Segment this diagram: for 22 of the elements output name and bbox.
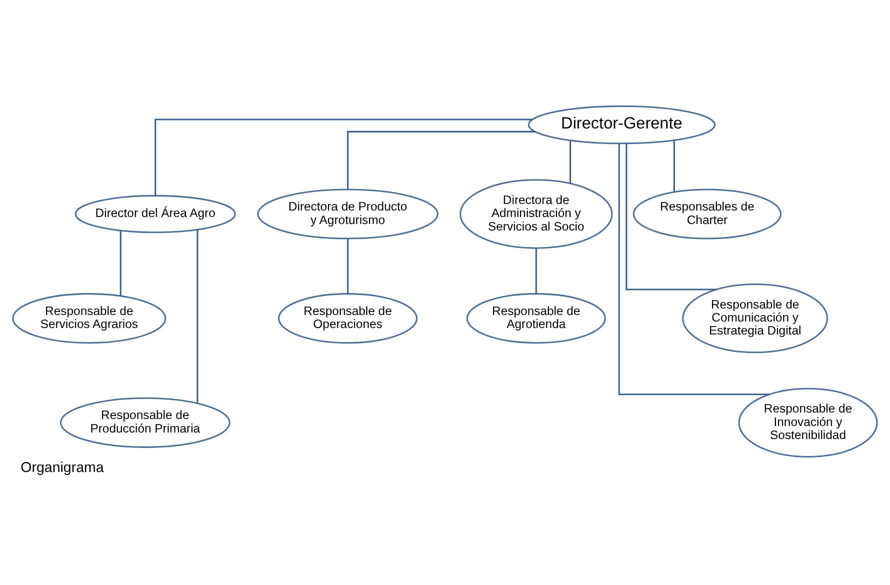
connector (347, 238, 349, 294)
caption: Organigrama (20, 459, 104, 476)
connector (535, 247, 537, 294)
node-ellipse: Director-Gerente (528, 104, 716, 144)
connector (196, 229, 198, 403)
connector (626, 143, 718, 290)
node-ellipse: Responsable de Innovación y Sostenibilidad (738, 387, 878, 458)
connector (618, 143, 770, 395)
node-ellipse: Responsable de Servicios Agrarios (12, 292, 166, 344)
connector (570, 140, 572, 184)
connector (347, 130, 536, 189)
connector (120, 230, 122, 296)
node-ellipse: Director del Área Agro (74, 194, 236, 233)
connector (154, 118, 533, 195)
node-ellipse: Responsable de Agrotienda (466, 292, 606, 344)
connector (673, 140, 675, 192)
node-ellipse: Responsable de Operaciones (278, 292, 418, 344)
node-ellipse: Directora de Producto y Agroturismo (257, 188, 438, 239)
node-ellipse: Directora de Administración y Servicios al Socio (460, 178, 613, 248)
node-ellipse: Responsable de Producción Primaria (60, 396, 230, 448)
node-ellipse: Responsable de Comunicación y Estrategia Digital (682, 283, 828, 353)
node-ellipse: Responsables de Charter (632, 188, 782, 239)
